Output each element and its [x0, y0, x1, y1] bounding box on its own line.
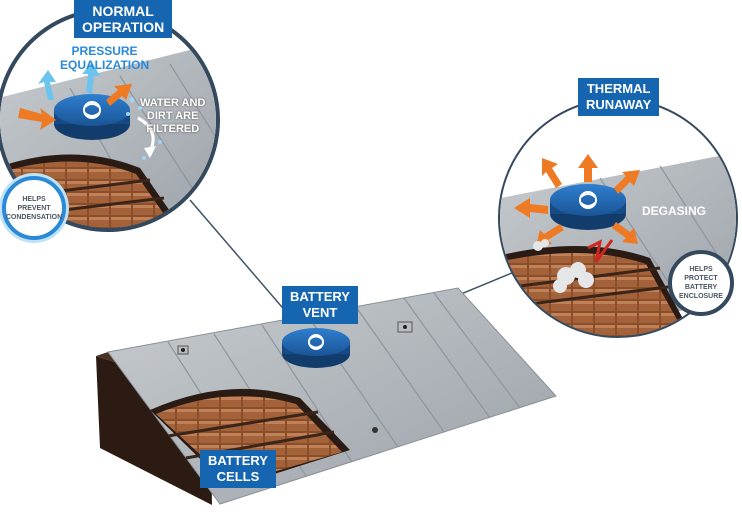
battery-cells-line2: CELLS	[216, 469, 260, 484]
thermal-runaway-line2: RUNAWAY	[586, 97, 652, 112]
water-dirt-line3: FILTERED	[146, 123, 200, 135]
vent-fan-icon	[83, 101, 101, 119]
helps-prevent-line1: HELPS	[22, 195, 46, 203]
helps-protect-line3: BATTERY	[684, 284, 718, 291]
pressure-line1: PRESSURE	[71, 44, 138, 58]
normal-operation-line2: OPERATION	[82, 19, 165, 35]
helps-protect-line4: ENCLOSURE	[679, 293, 723, 300]
normal-operation-label: NORMAL OPERATION	[74, 0, 173, 38]
helps-protect-line2: PROTECT	[684, 275, 718, 282]
battery-cells-label: BATTERY CELLS	[200, 450, 276, 488]
normal-operation-line1: NORMAL	[92, 3, 154, 19]
vent-fan-icon	[579, 191, 597, 209]
helps-protect-line1: HELPS	[689, 266, 713, 273]
helps-prevent-line2: PREVENT	[17, 204, 51, 212]
smoke-cloud-icon	[533, 239, 594, 293]
pressure-line2: EQUALIZATION	[60, 58, 150, 72]
orange-arrow-icon	[18, 84, 132, 130]
helps-protect-enclosure-badge: HELPS PROTECT BATTERY ENCLOSURE	[668, 250, 734, 316]
battery-vent-line1: BATTERY	[290, 289, 350, 304]
vent-fan-icon	[308, 334, 324, 350]
blue-arrow-icon	[38, 62, 100, 100]
water-dirt-line1: WATER AND	[140, 97, 206, 109]
water-dirt-text: WATER AND DIRT ARE FILTERED	[140, 97, 205, 136]
battery-vent-label: BATTERY VENT	[282, 286, 358, 324]
thermal-runaway-line1: THERMAL	[586, 81, 651, 96]
thermal-runaway-label: THERMAL RUNAWAY	[578, 78, 660, 116]
battery-cells-line1: BATTERY	[208, 453, 268, 468]
degasing-text: DEGASING	[642, 204, 707, 218]
helps-prevent-line3: CONDENSATION	[5, 213, 63, 221]
battery-vent-line2: VENT	[302, 305, 338, 320]
water-dirt-line2: DIRT ARE	[146, 110, 199, 122]
helps-prevent-condensation-badge: HELPS PREVENT CONDENSATION	[2, 176, 66, 240]
pressure-equalization-text: PRESSURE EQUALIZATION	[60, 44, 149, 72]
